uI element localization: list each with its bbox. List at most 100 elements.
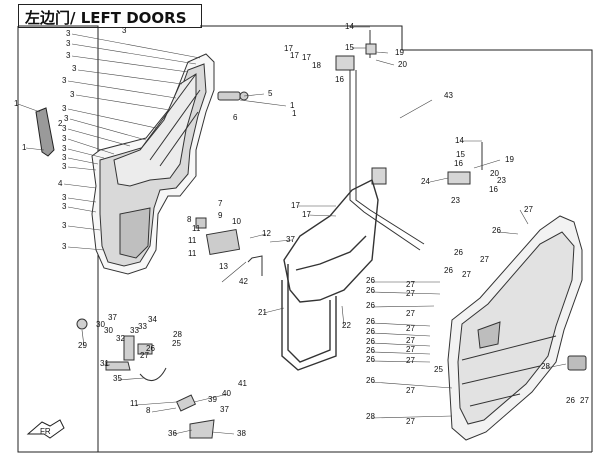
callout-number: 26 (366, 337, 375, 346)
callout-number: 19 (505, 155, 514, 164)
hinge-bracket (195, 217, 241, 256)
callout-number: 8 (187, 215, 192, 224)
callout-number: 16 (454, 159, 463, 168)
callout-number: 17 (284, 44, 293, 53)
callout-number: 34 (148, 315, 157, 324)
callout-number: 26 (444, 266, 453, 275)
callout-number: 25 (172, 339, 181, 348)
callout-number: 26 (366, 327, 375, 336)
callout-number: 9 (218, 211, 223, 220)
callout-number: 1 (14, 99, 19, 108)
callout-number: 33 (130, 326, 139, 335)
callout-number: 13 (219, 262, 228, 271)
callout-number: 37 (286, 235, 295, 244)
callout-number: 7 (218, 199, 223, 208)
callout-number: 43 (444, 91, 453, 100)
upper-hinge (335, 30, 377, 71)
callout-number: 26 (492, 226, 501, 235)
outer-frame-left (17, 26, 98, 453)
callout-number: 20 (398, 60, 407, 69)
callout-number: 26 (366, 317, 375, 326)
callout-number: 3 (62, 134, 67, 143)
callout-number: 3 (62, 144, 67, 153)
callout-number: 19 (395, 48, 404, 57)
callout-number: 14 (455, 136, 464, 145)
callout-number: 12 (262, 229, 271, 238)
callout-number: 11 (188, 249, 197, 258)
cable-line (349, 70, 421, 251)
callout-number: 26 (366, 376, 375, 385)
callout-number: 11 (130, 399, 139, 408)
callout-number: 6 (233, 113, 238, 122)
outer-door-handle (567, 355, 587, 371)
callout-number: 15 (456, 150, 465, 159)
callout-number: 1 (290, 101, 295, 110)
cable-line-2 (355, 70, 425, 245)
callout-number: 38 (237, 429, 246, 438)
callout-number: 3 (72, 64, 77, 73)
callout-number: 31 (100, 359, 109, 368)
callout-number: 21 (258, 308, 267, 317)
callout-number: 3 (62, 104, 67, 113)
callout-number: 26 (366, 301, 375, 310)
callout-number: 1 (292, 109, 297, 118)
inner-door-panel (91, 53, 215, 275)
callout-number: 18 (312, 61, 321, 70)
callout-number: 26 (366, 286, 375, 295)
callout-number: 1 (22, 143, 27, 152)
callout-number: 17 (290, 51, 299, 60)
callout-number: 3 (62, 76, 67, 85)
callout-number: 3 (66, 51, 71, 60)
callout-number: 23 (451, 196, 460, 205)
callout-number: 3 (122, 26, 127, 35)
callout-number: 27 (406, 289, 415, 298)
callout-number: 27 (406, 309, 415, 318)
callout-number: 27 (406, 356, 415, 365)
callout-number: 26 (566, 396, 575, 405)
outer-door-panel (447, 215, 583, 441)
callout-number: 3 (66, 29, 71, 38)
callout-number: 26 (366, 276, 375, 285)
callout-number: 3 (62, 162, 67, 171)
callout-number: 37 (108, 313, 117, 322)
callout-number: 29 (78, 341, 87, 350)
callout-number: 10 (232, 217, 241, 226)
callout-number: 23 (497, 176, 506, 185)
callout-number: 27 (524, 205, 533, 214)
callout-number: 27 (406, 280, 415, 289)
callout-number: 26 (454, 248, 463, 257)
callout-number: 5 (268, 89, 273, 98)
callout-number: 3 (66, 39, 71, 48)
callout-number: 24 (421, 177, 430, 186)
callout-number: 35 (113, 374, 122, 383)
callout-number: 39 (208, 395, 217, 404)
callout-number: 27 (406, 345, 415, 354)
callout-number: 26 (366, 355, 375, 364)
leader-lines (17, 26, 567, 435)
front-badge-text: FR (40, 427, 51, 436)
callout-number: 27 (406, 324, 415, 333)
hinge-pin-wire (247, 255, 263, 276)
inner-frame (200, 25, 593, 452)
callout-number: 32 (116, 334, 125, 343)
callout-number: 41 (238, 379, 247, 388)
callout-number: 3 (70, 90, 75, 99)
callout-number: 28 (541, 362, 550, 371)
callout-number: 27 (480, 255, 489, 264)
door-grab-handle (35, 107, 55, 157)
callout-number: 14 (345, 22, 354, 31)
front-arrow-icon: FR (26, 419, 65, 439)
callout-number: 27 (140, 351, 149, 360)
callout-number: 36 (168, 429, 177, 438)
callout-number: 15 (345, 43, 354, 52)
callout-number: 11 (192, 224, 201, 233)
callout-number: 26 (366, 346, 375, 355)
callout-number: 11 (188, 236, 197, 245)
callout-number: 16 (335, 75, 344, 84)
callout-number: 40 (222, 389, 231, 398)
callout-number: 22 (342, 321, 351, 330)
callout-number: 30 (96, 320, 105, 329)
callout-number: 3 (62, 153, 67, 162)
